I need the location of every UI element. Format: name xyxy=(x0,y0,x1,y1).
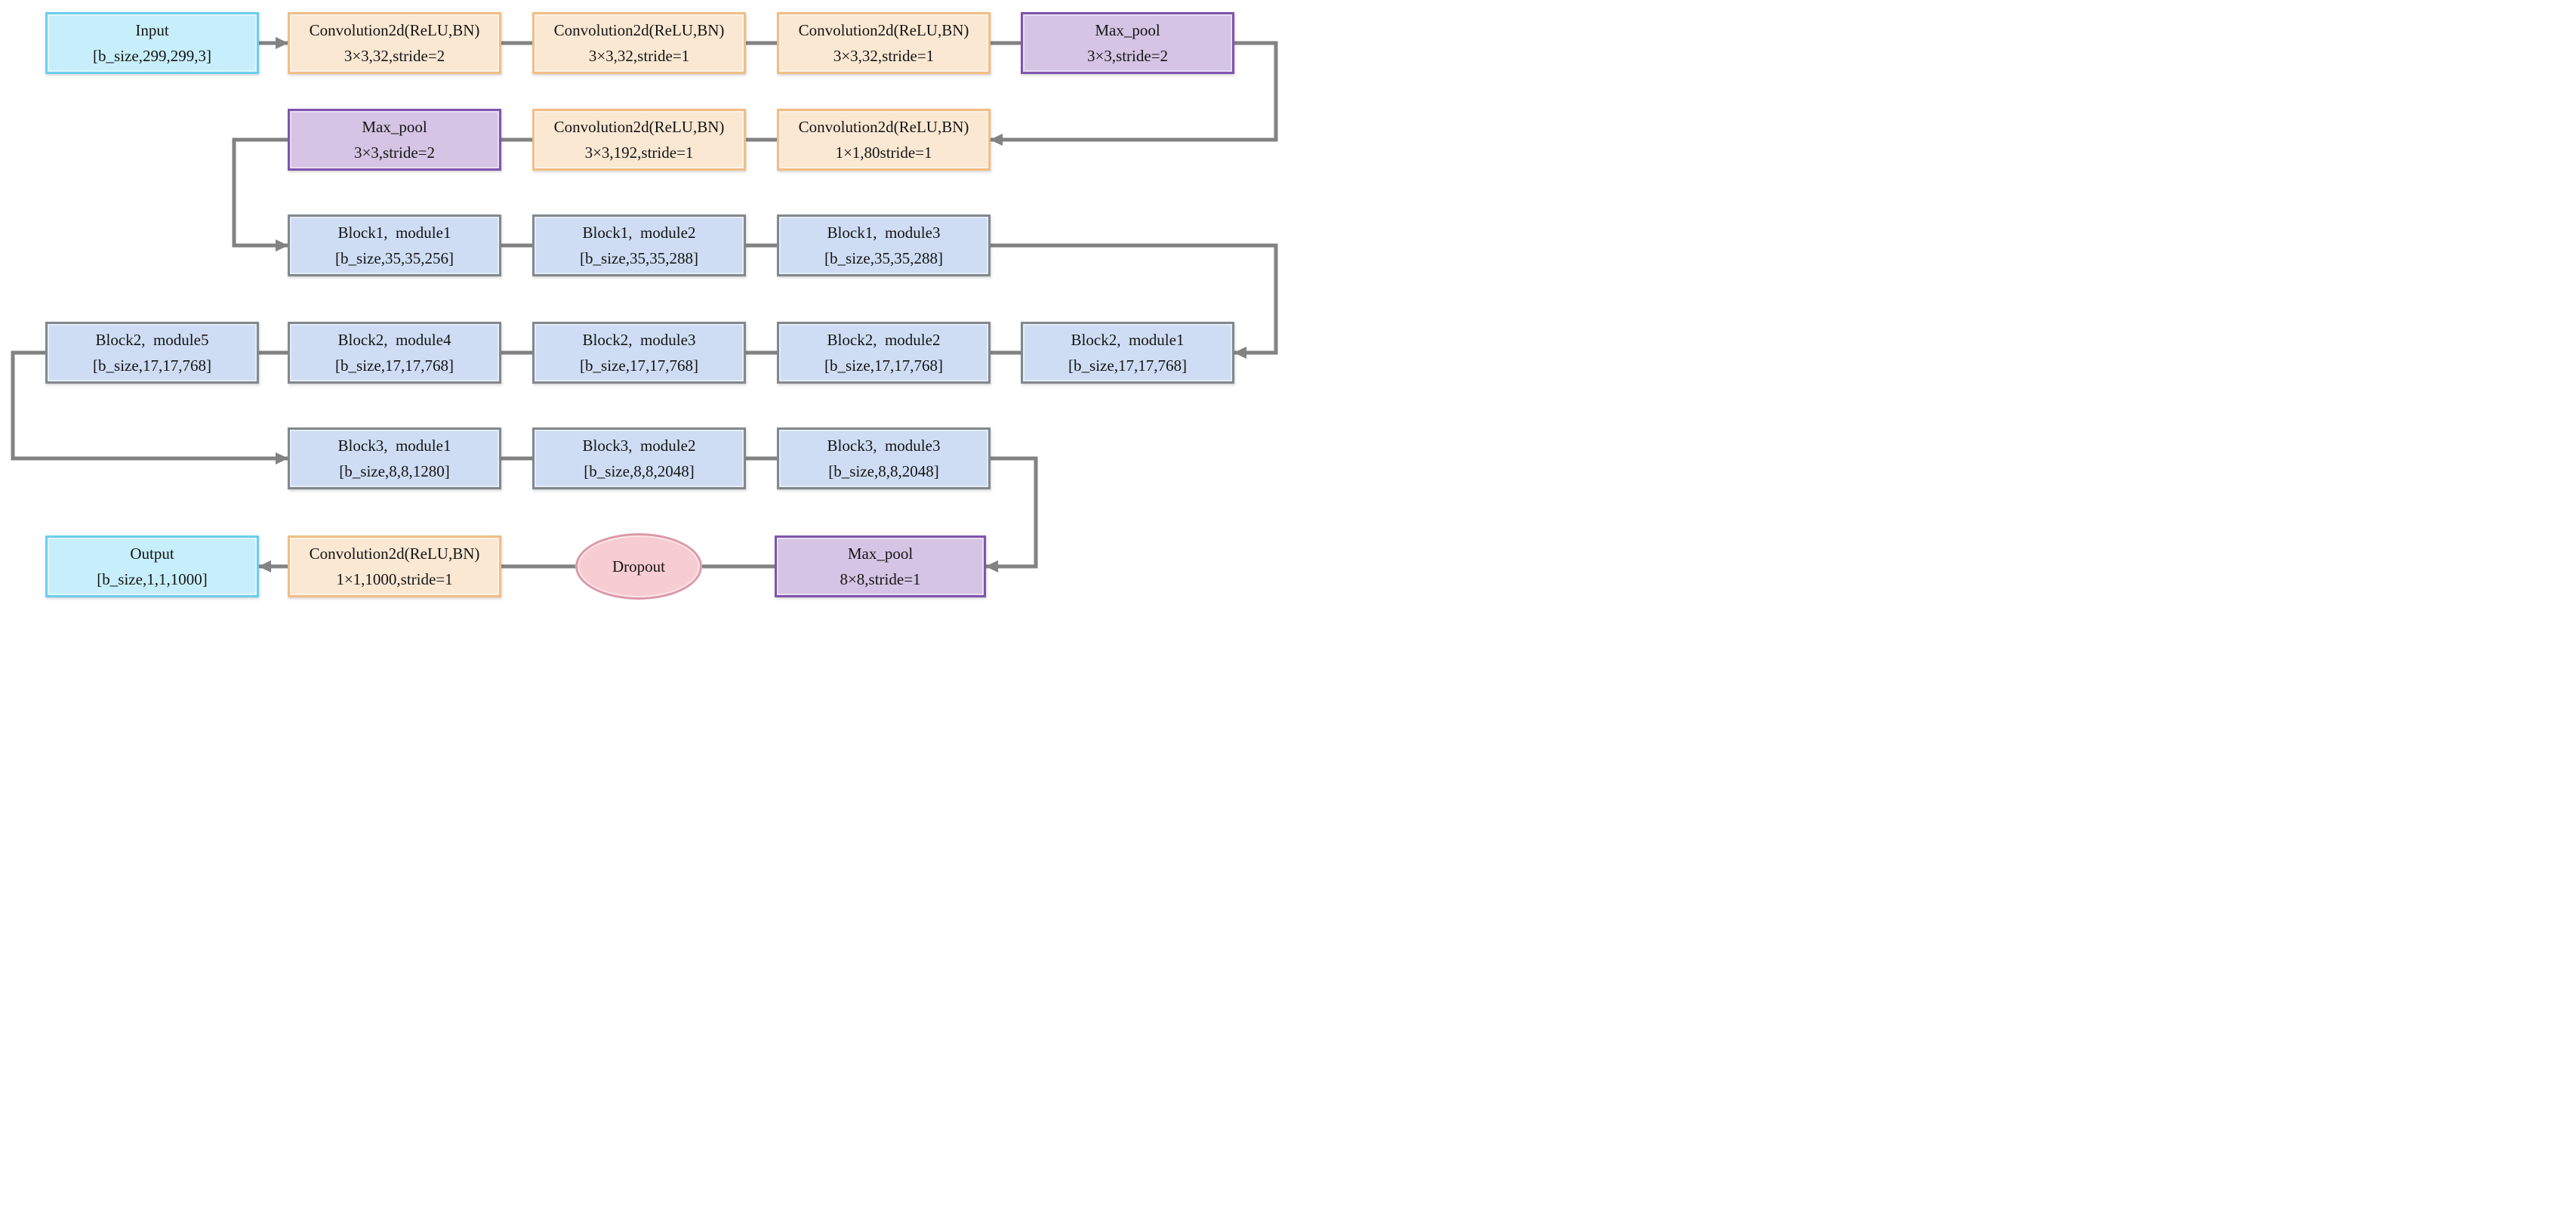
node-label-line1: Convolution2d(ReLU,BN) xyxy=(309,21,480,39)
connector-pool2-to-b1m1 xyxy=(232,137,288,251)
node-label-line1: Max_pool xyxy=(847,545,914,563)
node-label-line2: 3×3,32,stride=2 xyxy=(344,47,445,65)
node-label-line2: 3×3,32,stride=1 xyxy=(588,47,690,65)
node-label-line2: [b_size,35,35,288] xyxy=(824,249,943,267)
node-label-line2: [b_size,17,17,768] xyxy=(335,356,454,375)
node-label-line1: Convolution2d(ReLU,BN) xyxy=(798,118,969,136)
node-conv5: Convolution2d(ReLU,BN) 1×1,80stride=1 xyxy=(777,109,991,171)
node-label-line2: [b_size,17,17,768] xyxy=(93,356,211,375)
node-label-line2: [b_size,17,17,768] xyxy=(580,356,698,375)
node-label-line2: 8×8,stride=1 xyxy=(840,570,921,588)
node-layer: Input [b_size,299,299,3] Convolution2d(ReL… xyxy=(0,0,1288,614)
node-label-line2: 3×3,stride=2 xyxy=(1086,47,1169,65)
node-b1m1: Block1, module1 [b_size,35,35,256] xyxy=(288,214,501,276)
node-pool3: Max_pool 8×8,stride=1 xyxy=(775,535,986,597)
node-b1m2: Block1, module2 [b_size,35,35,288] xyxy=(532,214,746,276)
connector-b2m5-to-b3m1 xyxy=(11,350,288,464)
node-b2m1: Block2, module1 [b_size,17,17,768] xyxy=(1021,322,1234,384)
node-input: Input [b_size,299,299,3] xyxy=(45,12,259,74)
node-label-line1: Block3, module3 xyxy=(827,437,941,455)
node-label-line1: Block2, module5 xyxy=(95,331,209,349)
node-label-line2: [b_size,8,8,2048] xyxy=(828,462,939,480)
node-label-line1: Block2, module1 xyxy=(1071,331,1185,349)
connector-pool1-to-conv5 xyxy=(990,41,1278,146)
node-label-line1: Convolution2d(ReLU,BN) xyxy=(798,21,969,39)
node-label-line1: Block2, module2 xyxy=(827,331,941,349)
node-dropout: Dropout xyxy=(575,533,702,600)
node-conv6: Convolution2d(ReLU,BN) 1×1,1000,stride=1 xyxy=(288,535,501,597)
node-conv2: Convolution2d(ReLU,BN) 3×3,32,stride=1 xyxy=(532,12,746,74)
node-label-line2: [b_size,8,8,1280] xyxy=(339,462,450,480)
node-label-line2: 3×3,stride=2 xyxy=(353,143,436,162)
node-label-line1: Output xyxy=(130,545,174,563)
node-b1m3: Block1, module3 [b_size,35,35,288] xyxy=(777,214,991,276)
node-label-line1: Max_pool xyxy=(1095,21,1160,39)
connector-layer xyxy=(11,37,1278,572)
node-conv1: Convolution2d(ReLU,BN) 3×3,32,stride=2 xyxy=(288,12,501,74)
node-label-line2: [b_size,35,35,288] xyxy=(580,249,698,267)
node-label-line1: Block3, module2 xyxy=(582,437,696,455)
node-label-line1: Dropout xyxy=(612,557,665,575)
node-label-line2: 3×3,32,stride=1 xyxy=(833,47,935,65)
node-label-line2: [b_size,35,35,256] xyxy=(335,249,454,267)
node-label-line1: Convolution2d(ReLU,BN) xyxy=(309,545,480,563)
node-label-line1: Block2, module4 xyxy=(337,331,451,349)
node-b3m3: Block3, module3 [b_size,8,8,2048] xyxy=(777,427,991,489)
node-label-line2: [b_size,17,17,768] xyxy=(1068,356,1187,375)
node-label-line1: Block2, module3 xyxy=(582,331,696,349)
node-label-line2: 1×1,1000,stride=1 xyxy=(336,570,453,588)
connector-b1m3-to-b2m1 xyxy=(991,243,1278,359)
node-label-line1: Block1, module2 xyxy=(582,224,696,242)
node-label-line1: Block1, module1 xyxy=(337,224,451,242)
node-label-line2: [b_size,8,8,2048] xyxy=(584,462,695,480)
node-label-line2: [b_size,1,1,1000] xyxy=(97,570,208,588)
node-conv3: Convolution2d(ReLU,BN) 3×3,32,stride=1 xyxy=(777,12,991,74)
node-label-line2: 1×1,80stride=1 xyxy=(835,143,932,162)
node-label-line1: Block3, module1 xyxy=(337,437,451,455)
node-label-line1: Convolution2d(ReLU,BN) xyxy=(553,118,725,136)
node-label-line1: Max_pool xyxy=(362,118,427,136)
node-label-line2: 3×3,192,stride=1 xyxy=(584,143,694,162)
node-output: Output [b_size,1,1,1000] xyxy=(45,535,259,597)
node-label-line2: [b_size,17,17,768] xyxy=(824,356,943,375)
connector-b3m3-to-pool3 xyxy=(985,456,1038,572)
node-b2m4: Block2, module4 [b_size,17,17,768] xyxy=(288,322,501,384)
node-label-line1: Input xyxy=(135,21,169,39)
node-b2m5: Block2, module5 [b_size,17,17,768] xyxy=(45,322,259,384)
node-label-line1: Block1, module3 xyxy=(827,224,941,242)
network-architecture-diagram: Input [b_size,299,299,3] Convolution2d(ReL… xyxy=(0,0,1288,614)
node-b2m3: Block2, module3 [b_size,17,17,768] xyxy=(532,322,746,384)
node-b3m1: Block3, module1 [b_size,8,8,1280] xyxy=(288,427,501,489)
node-b2m2: Block2, module2 [b_size,17,17,768] xyxy=(777,322,991,384)
node-label-line1: Convolution2d(ReLU,BN) xyxy=(553,21,725,39)
node-b3m2: Block3, module2 [b_size,8,8,2048] xyxy=(532,427,746,489)
node-pool2: Max_pool 3×3,stride=2 xyxy=(288,109,501,171)
node-label-line2: [b_size,299,299,3] xyxy=(93,47,211,65)
node-conv4: Convolution2d(ReLU,BN) 3×3,192,stride=1 xyxy=(532,109,746,171)
node-pool1: Max_pool 3×3,stride=2 xyxy=(1021,12,1234,74)
